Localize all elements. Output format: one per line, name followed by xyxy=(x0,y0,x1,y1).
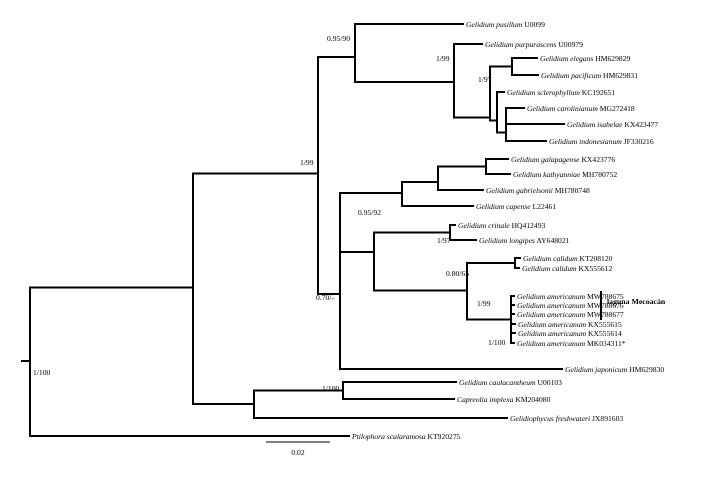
tip-label: Gelidium calidum KX555612 xyxy=(522,264,612,273)
tip-species: Gelidium carolinianum xyxy=(527,104,598,113)
tip-accession: HM629830 xyxy=(627,365,664,374)
tip-species: Gelidium calidum xyxy=(522,264,577,273)
tip-species: Gelidium pacificum xyxy=(541,71,602,80)
tip-accession: AY648021 xyxy=(535,236,570,245)
tip-species: Gelidium japonicum xyxy=(565,365,628,374)
tip-species: Gelidium americanum xyxy=(518,320,587,329)
tip-species: Capreolia implexa xyxy=(457,395,514,404)
support-value: 1/100 xyxy=(33,368,51,377)
tip-accession: KX555615 xyxy=(586,320,622,329)
tip-accession: U00979 xyxy=(557,40,584,49)
support-values: 1/100 1/99 0.95/90 1/99 1/97 0.70/- 0.95/92 1/9… xyxy=(33,34,506,393)
tip-species: Gelidiophycus freshwateri xyxy=(510,414,590,423)
tip-label: Gelidium kathyanniae MH780752 xyxy=(513,170,617,179)
support-value: 1/99 xyxy=(436,54,450,63)
tip-species: Gelidium sclerophyllum xyxy=(507,88,580,97)
tip-species: Gelidium pusillum xyxy=(466,20,523,29)
tip-species: Gelidium longipes xyxy=(479,236,535,245)
tip-species: Gelidium americanum xyxy=(517,339,586,348)
tip-label: Gelidium capense L22461 xyxy=(476,202,556,211)
tip-accession: KM204080 xyxy=(513,395,550,404)
tip-accession: JF330216 xyxy=(622,137,654,146)
tip-species: Gelidium kathyanniae xyxy=(513,170,581,179)
tip-accession: JX891603 xyxy=(590,414,623,423)
group-label: laguna Mecoacán xyxy=(607,297,666,306)
support-value: 0.95/90 xyxy=(327,34,350,43)
scale-bar-label: 0.02 xyxy=(291,448,304,457)
tip-label: Gelidium indonesianum JF330216 xyxy=(549,137,654,146)
support-value: 0.70/- xyxy=(316,293,334,302)
tip-label: Gelidium longipes AY648021 xyxy=(479,236,570,245)
tip-species: Gelidium elegans xyxy=(540,54,593,63)
tip-label: Gelidium americanum MK034311* xyxy=(517,339,626,348)
tip-species: Gelidium caulacantheum xyxy=(459,378,536,387)
support-value: 1/99 xyxy=(477,299,491,308)
tip-species: Gelidium isabelae xyxy=(567,120,623,129)
tip-label: Gelidium americanum KX555614 xyxy=(518,329,622,338)
tip-label: Gelidium americanum KX555615 xyxy=(518,320,622,329)
tip-label: Gelidium crinale HQ412493 xyxy=(458,221,546,230)
tip-accession: U0099 xyxy=(522,20,545,29)
tip-species: Gelidium crinale xyxy=(458,221,510,230)
tip-species: Gelidium purpurascens xyxy=(485,40,557,49)
support-value: 0.95/92 xyxy=(358,208,381,217)
tip-species: Gelidium galapagense xyxy=(511,155,580,164)
tip-species: Gelidium americanum xyxy=(518,329,587,338)
tip-label: Gelidiophycus freshwateri JX891603 xyxy=(510,414,623,423)
tip-accession: MW788676 xyxy=(585,301,624,310)
tip-accession: HM629829 xyxy=(593,54,630,63)
tip-label: Gelidium calidum KT208120 xyxy=(523,254,613,263)
tip-label: Gelidium carolinianum MG272418 xyxy=(527,104,635,113)
tip-species: Gelidium americanum xyxy=(517,310,586,319)
tip-label: Gelidium pusillum U0099 xyxy=(466,20,545,29)
tree-branches xyxy=(21,23,565,437)
tip-label: Gelidium pacificum HM629831 xyxy=(541,71,638,80)
tip-label: Gelidium japonicum HM629830 xyxy=(565,365,664,374)
tip-accession: MG272418 xyxy=(598,104,635,113)
tip-species: Gelidium calidum xyxy=(523,254,578,263)
tip-accession: KT920275 xyxy=(426,432,461,441)
tip-accession: KX555612 xyxy=(577,264,613,273)
tip-label: Gelidium americanum MW788676 xyxy=(517,301,624,310)
tip-label: Gelidium americanum MW788677 xyxy=(517,310,624,319)
tip-label: Gelidium americanum MW788675 xyxy=(517,292,624,301)
tip-accession: MH780748 xyxy=(553,186,590,195)
support-value: 1/99 xyxy=(300,158,314,167)
tip-label: Gelidium gabrielsonii MH780748 xyxy=(486,186,590,195)
support-value: 1/100 xyxy=(322,384,340,393)
tip-accession: MK034311* xyxy=(585,339,626,348)
tip-accession: MH780752 xyxy=(580,170,617,179)
tip-label: Capreolia implexa KM204080 xyxy=(457,395,551,404)
tip-accession: MW788675 xyxy=(585,292,624,301)
tip-species: Gelidium americanum xyxy=(517,301,586,310)
tip-accession: KX423477 xyxy=(622,120,658,129)
tip-label: Gelidium galapagense KX423776 xyxy=(511,155,615,164)
support-value: 1/97 xyxy=(478,75,492,84)
tip-accession: MW788677 xyxy=(585,310,624,319)
tip-label: Gelidium sclerophyllum KC192651 xyxy=(507,88,615,97)
support-value: 1/97 xyxy=(437,236,451,245)
support-value: 0.80/65 xyxy=(446,269,469,278)
tip-accession: KC192651 xyxy=(580,88,615,97)
tip-label: Gelidium purpurascens U00979 xyxy=(485,40,583,49)
tip-accession: HM629831 xyxy=(601,71,638,80)
tip-accession: HQ412493 xyxy=(510,221,546,230)
tip-species: Gelidium gabrielsonii xyxy=(486,186,553,195)
tip-species: Ptilophora scalaramosa xyxy=(351,432,426,441)
tip-accession: U00103 xyxy=(536,378,563,387)
tip-accession: KX555614 xyxy=(586,329,622,338)
tip-accession: KT208120 xyxy=(578,254,613,263)
tip-accession: L22461 xyxy=(531,202,557,211)
support-value: 1/100 xyxy=(488,338,506,347)
tip-accession: KX423776 xyxy=(580,155,616,164)
tip-species: Gelidium americanum xyxy=(517,292,586,301)
tip-label: Ptilophora scalaramosa KT920275 xyxy=(351,432,461,441)
tip-species: Gelidium indonesianum xyxy=(549,137,622,146)
tip-label: Gelidium caulacantheum U00103 xyxy=(459,378,562,387)
tip-label: Gelidium isabelae KX423477 xyxy=(567,120,658,129)
tip-label: Gelidium elegans HM629829 xyxy=(540,54,630,63)
tip-species: Gelidium capense xyxy=(476,202,531,211)
